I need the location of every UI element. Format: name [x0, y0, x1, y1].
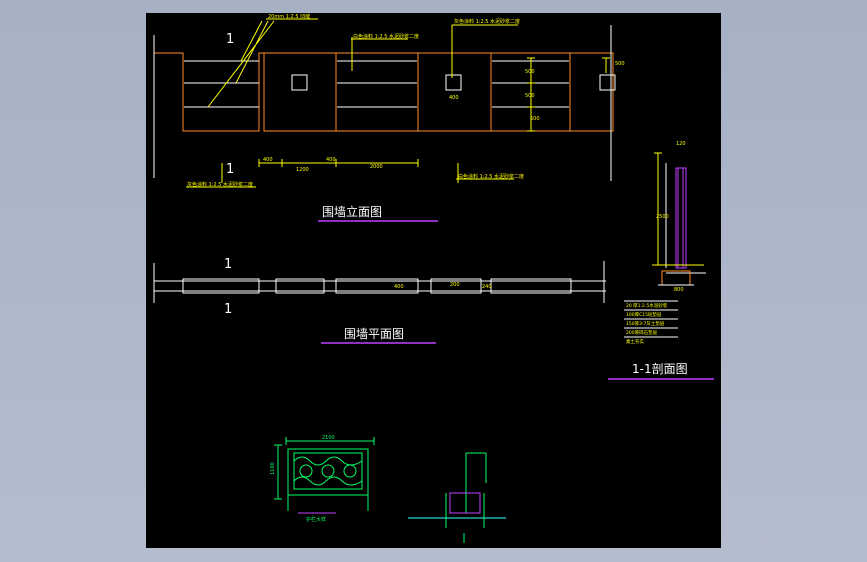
- note-bottom-left: 灰色涂料 1:2.5 水泥砂浆二度: [187, 181, 253, 188]
- elevation-section-mark-bottom: 1: [226, 162, 234, 177]
- section-layer-2: 100厚C15砼垫层: [626, 311, 662, 318]
- dim-400-b: 400: [326, 157, 336, 163]
- railing-label: 护栏大样: [306, 516, 326, 523]
- railing-detail: [274, 437, 506, 543]
- railing-dim-height: 1100: [270, 462, 276, 475]
- section-dim-base: 800: [674, 287, 684, 293]
- plan-title: 围墙平面图: [344, 327, 404, 341]
- elevation-drawing: [153, 18, 616, 222]
- dim-1200: 1200: [296, 167, 309, 173]
- dim-v2: 500: [525, 93, 535, 99]
- section-layer-5: 素土夯实: [626, 338, 644, 345]
- note-top-mid: 白色涂料 1:2.5 水泥砂浆二度: [353, 33, 419, 40]
- plan-section-mark-bottom: 1: [224, 302, 232, 317]
- drawing-svg: 围墙立面图 1 1 20mm 1:2.5 凹缝 白色涂料 1:2.5 水泥砂浆二…: [153, 13, 714, 543]
- section-title: 1-1剖面图: [632, 362, 688, 376]
- railing-dim-width: 2100: [322, 435, 335, 441]
- section-dim-height: 2500: [656, 214, 669, 220]
- elevation-title: 围墙立面图: [322, 204, 382, 219]
- dim-v4: 500: [615, 61, 625, 67]
- dim-400-box: 400: [449, 95, 459, 101]
- plan-dim-b: 200: [450, 282, 460, 288]
- section-layer-4: 200厚碎石垫层: [626, 329, 658, 336]
- elevation-section-mark-top: 1: [226, 32, 234, 47]
- note-top-right: 灰色涂料 1:2.5 水泥砂浆二度: [454, 18, 520, 25]
- section-dim-top: 120: [676, 141, 686, 147]
- plan-dim-a: 400: [394, 284, 404, 290]
- plan-drawing: [153, 261, 606, 344]
- dim-400-a: 400: [263, 157, 273, 163]
- plan-section-mark-top: 1: [224, 257, 232, 272]
- note-bottom-right: 白色涂料 1:2.5 水泥砂浆二度: [458, 173, 524, 180]
- dim-2000: 2000: [370, 164, 383, 170]
- section-drawing: [608, 152, 714, 380]
- plan-dim-c: 240: [482, 284, 492, 290]
- section-layer-1: 20 厚1:2.5水泥砂浆: [626, 302, 668, 309]
- section-layer-3: 150厚3:7灰土垫层: [626, 320, 665, 327]
- dim-v1: 500: [525, 69, 535, 75]
- drawing-canvas[interactable]: 围墙立面图 1 1 20mm 1:2.5 凹缝 白色涂料 1:2.5 水泥砂浆二…: [146, 13, 721, 548]
- dim-v3: 500: [530, 116, 540, 122]
- note-top-left: 20mm 1:2.5 凹缝: [268, 13, 310, 20]
